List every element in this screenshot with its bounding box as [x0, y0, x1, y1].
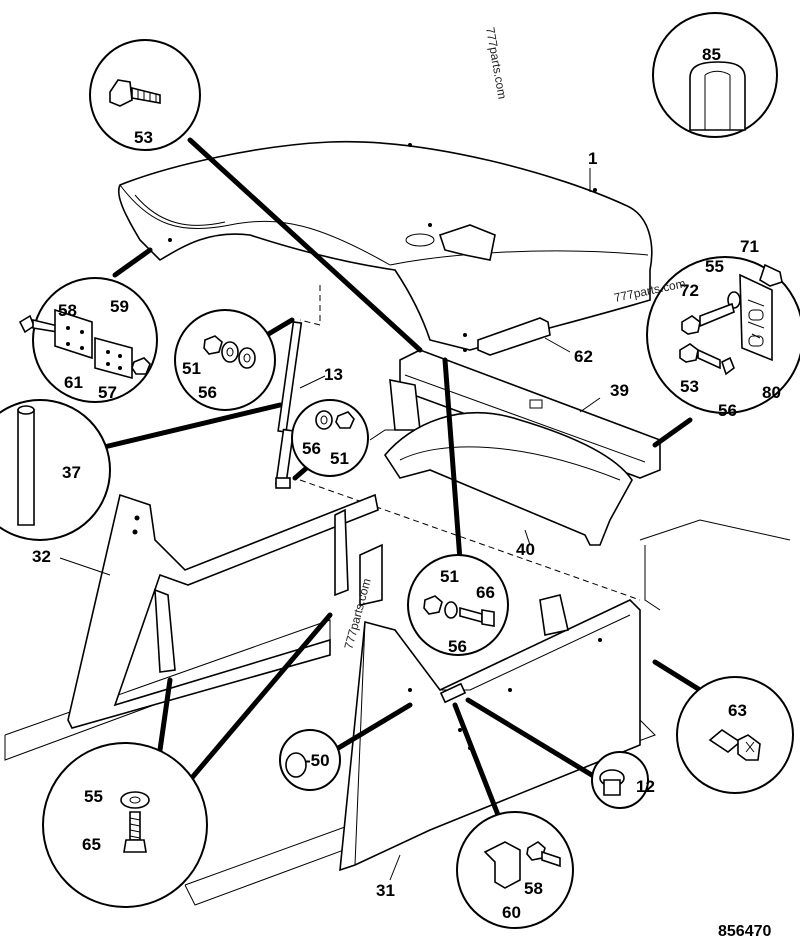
label-57: 57	[98, 383, 117, 402]
handle-62	[477, 317, 551, 356]
label-58-bottom: 58	[524, 879, 543, 898]
detail-bolt-65	[42, 742, 208, 908]
label-39: 39	[610, 381, 629, 400]
plate-40	[384, 412, 633, 546]
label-85: 85	[702, 45, 721, 64]
label-32: 32	[32, 547, 51, 566]
detail-12-knob	[591, 751, 649, 809]
label-60: 60	[502, 903, 521, 922]
detail-bolt-66	[407, 554, 509, 656]
label-59: 59	[110, 297, 129, 316]
label-55-bottom: 55	[84, 787, 103, 806]
part-labels: 1 85 53 58 59 61 57 51 56 13 56 51 37 62…	[32, 45, 781, 922]
label-56-d: 56	[448, 637, 467, 656]
label-12: 12	[636, 777, 655, 796]
label-80: 80	[762, 383, 781, 402]
label-13: 13	[324, 365, 343, 384]
detail-63-rivet	[676, 676, 794, 794]
label-56-a: 56	[198, 383, 217, 402]
label-63: 63	[728, 701, 747, 720]
label-58-left: 58	[58, 301, 77, 320]
label-65: 65	[82, 835, 101, 854]
detail-nut-washers-b	[291, 399, 369, 477]
detail-bracket-80	[646, 256, 800, 414]
label-55-right: 55	[705, 257, 724, 276]
label-31: 31	[376, 881, 395, 900]
detail-37-rod	[0, 399, 111, 541]
leader-lines	[59, 137, 703, 881]
frame-39	[389, 349, 661, 479]
detail-85-trim	[652, 12, 778, 138]
side-bracket-32	[67, 493, 383, 729]
label-37: 37	[62, 463, 81, 482]
detail-53-bolt	[89, 39, 201, 151]
watermark-top: 777parts.com	[483, 26, 509, 100]
label-51-b: 51	[330, 449, 349, 468]
label-56-c: 56	[718, 401, 737, 420]
detail-hinge-plates	[18, 277, 158, 403]
label-72: 72	[680, 281, 699, 300]
detail-nut-washers-a	[174, 309, 276, 411]
label-66: 66	[476, 583, 495, 602]
label-62: 62	[574, 347, 593, 366]
label-1: 1	[588, 149, 597, 168]
label-51-a: 51	[182, 359, 201, 378]
detail-50-plug	[279, 729, 341, 791]
gas-strut-13	[274, 321, 303, 489]
label-56-b: 56	[302, 439, 321, 458]
label-61: 61	[64, 373, 83, 392]
label-53-right: 53	[680, 377, 699, 396]
side-panel-31	[339, 599, 641, 872]
label-53-top: 53	[134, 128, 153, 147]
detail-clip-60	[456, 811, 574, 929]
label-71: 71	[740, 237, 759, 256]
drawing-number: 856470	[718, 923, 771, 940]
small-bracket	[539, 594, 569, 636]
label-51-c: 51	[440, 567, 459, 586]
label-50: -50	[305, 751, 330, 770]
label-40: 40	[516, 540, 535, 559]
